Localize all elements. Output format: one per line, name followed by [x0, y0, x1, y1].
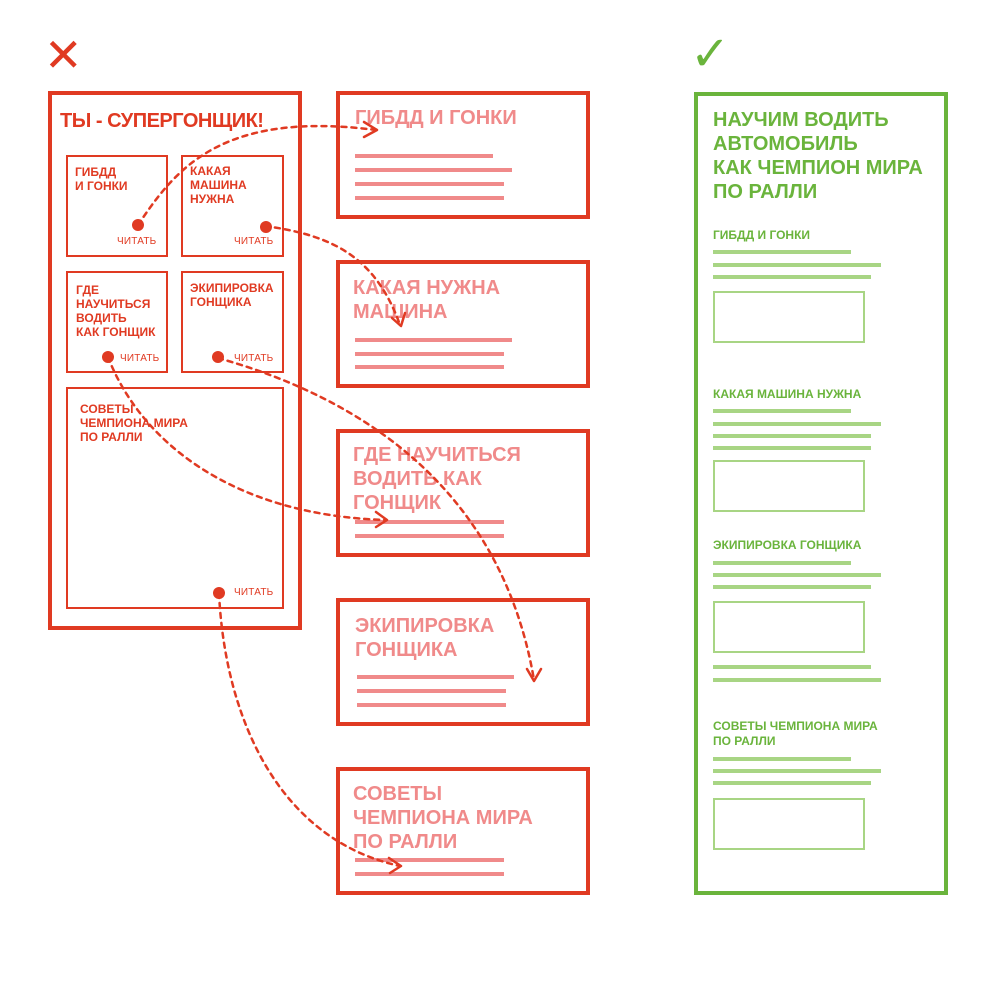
text-line: [713, 434, 871, 438]
landing-page-title: ТЫ - СУПЕРГОНЩИК!: [60, 110, 264, 132]
text-line: [713, 446, 871, 450]
section-title: СОВЕТЫ ЧЕМПИОНА МИРА ПО РАЛЛИ: [713, 719, 878, 748]
arrow-head: [362, 120, 379, 139]
text-line: [357, 689, 506, 693]
text-line: [713, 409, 851, 413]
text-line: [355, 338, 512, 342]
tile-title: СОВЕТЫ ЧЕМПИОНА МИРА ПО РАЛЛИ: [80, 402, 188, 444]
read-link[interactable]: ЧИТАТЬ: [117, 236, 157, 247]
arrow-school: [106, 355, 387, 522]
landing-page-frame: [48, 91, 302, 630]
tile-school[interactable]: [66, 271, 168, 373]
good-page-frame: [694, 92, 948, 895]
text-line: [713, 781, 871, 785]
arrow-gibdd: [136, 124, 378, 227]
cross-icon: ✕: [44, 29, 83, 81]
text-line: [713, 275, 871, 279]
page-card-gear: [336, 598, 590, 726]
tile-tips[interactable]: [66, 387, 284, 609]
image-placeholder: [713, 798, 865, 850]
arrow-tips: [217, 591, 402, 868]
text-line: [713, 769, 881, 773]
page-card-car: [336, 260, 590, 388]
tile-gibdd[interactable]: [66, 155, 168, 257]
text-line: [355, 352, 504, 356]
text-line: [713, 263, 881, 267]
tile-car[interactable]: [181, 155, 284, 257]
check-icon: ✓: [690, 28, 731, 81]
card-title: ГДЕ НАУЧИТЬСЯ ВОДИТЬ КАК ГОНЩИК: [353, 444, 521, 514]
tile-gear[interactable]: [181, 271, 284, 373]
card-title: ЭКИПИРОВКА ГОНЩИКА: [355, 615, 495, 661]
text-line: [355, 182, 504, 186]
card-title: СОВЕТЫ ЧЕМПИОНА МИРА ПО РАЛЛИ: [353, 783, 533, 853]
arrow-head: [374, 510, 389, 529]
good-page-title: НАУЧИМ ВОДИТЬ АВТОМОБИЛЬ КАК ЧЕМПИОН МИР…: [713, 109, 923, 203]
card-title: КАКАЯ НУЖНА МАШИНА: [353, 277, 501, 323]
text-line: [355, 534, 504, 538]
tile-title: ЭКИПИРОВКА ГОНЩИКА: [190, 281, 274, 309]
text-line: [713, 422, 881, 426]
text-line: [355, 154, 493, 158]
text-line: [355, 196, 504, 200]
arrow-car: [263, 224, 402, 327]
tile-title: КАКАЯ МАШИНА НУЖНА: [190, 164, 247, 206]
read-link[interactable]: ЧИТАТЬ: [120, 353, 160, 364]
section-title: ЭКИПИРОВКА ГОНЩИКА: [713, 538, 862, 552]
section-title: ГИБДД И ГОНКИ: [713, 228, 811, 242]
arrow-head: [525, 667, 543, 683]
text-line: [713, 665, 871, 669]
text-line: [357, 703, 506, 707]
read-link[interactable]: ЧИТАТЬ: [234, 353, 274, 364]
section-title: КАКАЯ МАШИНА НУЖНА: [713, 387, 862, 401]
text-line: [355, 365, 504, 369]
read-link[interactable]: ЧИТАТЬ: [234, 587, 274, 598]
arrow-head: [390, 311, 407, 328]
text-line: [355, 872, 504, 876]
text-line: [713, 678, 881, 682]
page-card-school: [336, 429, 590, 557]
text-line: [355, 520, 504, 524]
text-line: [355, 858, 504, 862]
card-title: ГИБДД И ГОНКИ: [355, 107, 517, 129]
read-link[interactable]: ЧИТАТЬ: [234, 236, 274, 247]
text-line: [355, 168, 512, 172]
image-placeholder: [713, 601, 865, 653]
arrow-gear: [216, 356, 536, 682]
text-line: [713, 585, 871, 589]
text-line: [713, 757, 851, 761]
image-placeholder: [713, 291, 865, 343]
tile-title: ГДЕ НАУЧИТЬСЯ ВОДИТЬ КАК ГОНЩИК: [76, 283, 156, 339]
page-card-tips: [336, 767, 590, 895]
text-line: [713, 573, 881, 577]
text-line: [357, 675, 514, 679]
arrow-head: [387, 856, 403, 875]
tile-title: ГИБДД И ГОНКИ: [75, 165, 128, 193]
image-placeholder: [713, 460, 865, 512]
page-card-gibdd: [336, 91, 590, 219]
text-line: [713, 561, 851, 565]
text-line: [713, 250, 851, 254]
